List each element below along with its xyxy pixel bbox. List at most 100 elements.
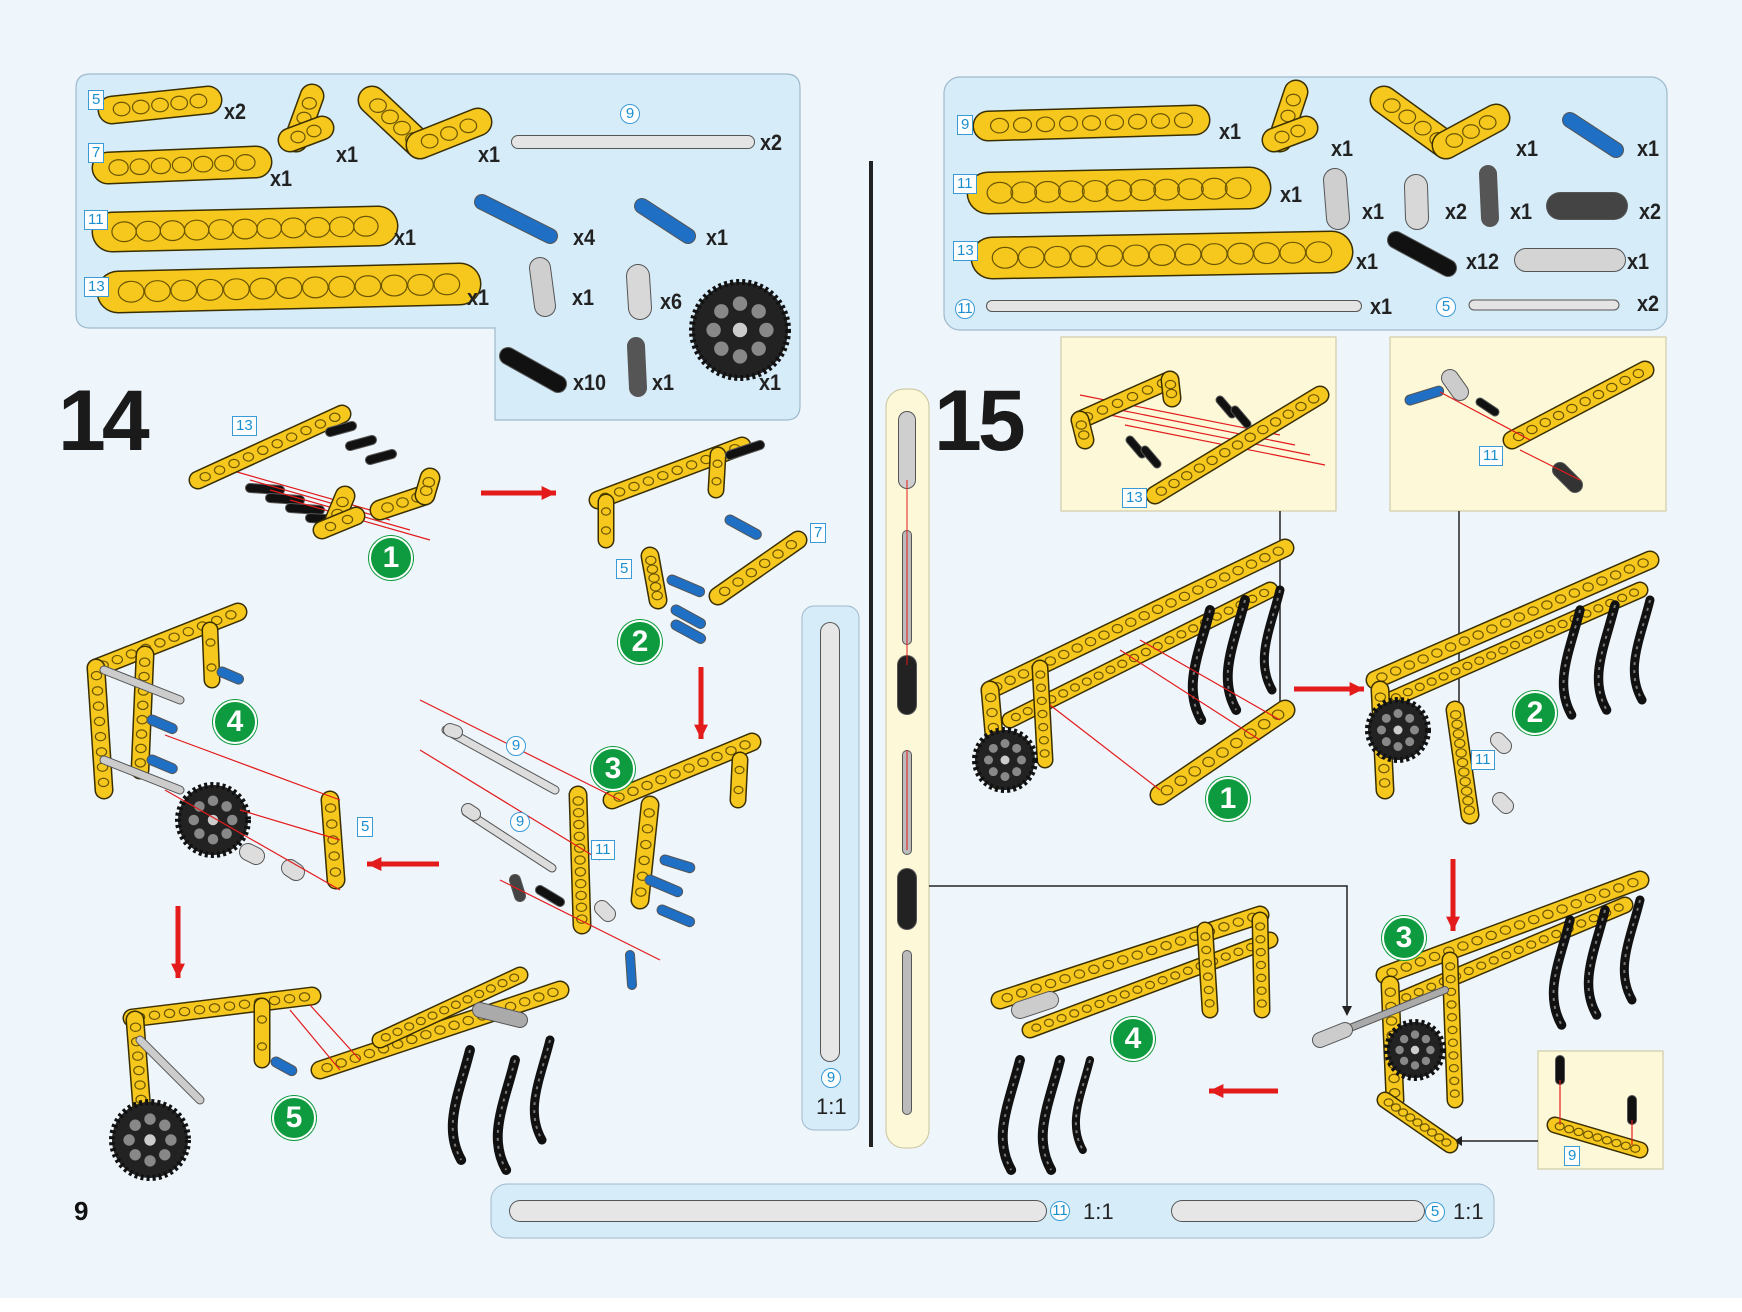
- beam-hole: [1174, 936, 1187, 946]
- beam-hole: [1168, 478, 1180, 489]
- beam-hole: [213, 465, 226, 475]
- beam-hole: [256, 1042, 268, 1051]
- beam-hole: [321, 1062, 333, 1073]
- guide-line: [499, 879, 661, 961]
- beam-hole: [1478, 115, 1497, 130]
- beam-hole: [1413, 120, 1432, 136]
- gear-hole: [1410, 725, 1419, 735]
- part-beam-5: [99, 87, 221, 123]
- beam-size-label: 13: [232, 416, 257, 436]
- beam-hole: [1043, 1018, 1055, 1028]
- beam-hole: [193, 1004, 206, 1015]
- beam-hole: [1445, 133, 1464, 148]
- part-qty: x10: [573, 370, 607, 395]
- claw-beam: [1629, 595, 1655, 705]
- part-bush: [1405, 175, 1428, 229]
- beam-size-label: 5: [616, 559, 633, 579]
- beam-hole: [1526, 940, 1537, 949]
- beam-hole: [1126, 391, 1139, 402]
- beam-hole: [1458, 767, 1470, 777]
- beam-hole: [547, 987, 559, 998]
- beam-hole: [1220, 952, 1231, 961]
- beam-hole: [1232, 917, 1245, 927]
- beam-size-label: 13: [1122, 488, 1147, 508]
- beam-hole: [137, 700, 149, 711]
- beam-hole: [1232, 565, 1244, 576]
- beam-hole: [1471, 935, 1483, 946]
- part-qty: x1: [394, 225, 417, 250]
- beam-hole: [406, 1034, 418, 1045]
- claw-beam: [529, 1035, 555, 1145]
- beam-hole: [1201, 945, 1212, 955]
- beam-hole: [1282, 409, 1294, 419]
- beam-hole: [984, 692, 997, 703]
- beam-hole: [91, 686, 104, 696]
- beam-hole: [1244, 432, 1256, 443]
- beam-hole: [1010, 712, 1021, 722]
- beam-hole: [1486, 651, 1497, 660]
- beam-hole: [1038, 736, 1050, 745]
- beam-hole: [649, 582, 662, 592]
- substep-14-5: 5: [272, 1096, 316, 1140]
- beam-hole: [222, 278, 250, 301]
- beam-hole: [1456, 757, 1469, 768]
- bottom-strip: [0, 1298, 1742, 1312]
- bush: [1491, 733, 1511, 753]
- beam-hole: [433, 273, 461, 296]
- gear-hole: [227, 814, 238, 826]
- beam-hole: [1081, 1004, 1092, 1013]
- black-pin: [346, 436, 376, 450]
- pin: [147, 715, 177, 734]
- beam-hole: [1397, 1108, 1409, 1117]
- gear-hole: [714, 341, 729, 356]
- beam-hole: [420, 133, 439, 149]
- gear-hole: [159, 1149, 171, 1161]
- axle: [136, 1036, 204, 1104]
- beam-hole: [1057, 180, 1085, 203]
- assembly-14-5-frame: [124, 988, 320, 1026]
- beam-hole: [1388, 1073, 1400, 1084]
- beam-hole: [1272, 546, 1285, 556]
- beam-hole: [93, 716, 106, 727]
- beam-hole: [1058, 689, 1069, 698]
- gear-hole: [988, 767, 998, 777]
- beam-hole: [407, 273, 434, 296]
- beam-hole: [1044, 978, 1057, 989]
- beam-hole: [1078, 430, 1090, 440]
- beam-hole: [1035, 116, 1056, 133]
- beam-hole: [1545, 625, 1556, 634]
- beam-hole: [328, 275, 356, 298]
- part-qty: x4: [573, 225, 596, 250]
- beam-hole: [205, 638, 216, 647]
- part-qty: x1: [478, 142, 501, 167]
- claw-beam: [447, 1045, 475, 1165]
- black-pin: [1476, 398, 1499, 416]
- bush: [1493, 793, 1513, 813]
- beam-hole: [1256, 973, 1267, 983]
- beam-hole: [440, 126, 458, 141]
- part-qty: x1: [1219, 119, 1242, 144]
- black-pin: [286, 504, 324, 514]
- beam-hole: [257, 445, 269, 456]
- gear-hole: [1405, 713, 1415, 723]
- gear-hole: [1410, 1030, 1420, 1039]
- beam-hole: [290, 130, 306, 144]
- part-bush: [627, 265, 651, 319]
- beam-hole: [1472, 630, 1484, 640]
- beam-hole: [1513, 612, 1526, 622]
- part-qty: x1: [1637, 136, 1660, 161]
- axle-size-label: 5: [1436, 297, 1456, 317]
- beam-hole: [1462, 795, 1474, 806]
- gear-hole: [159, 1119, 171, 1131]
- beam-hole: [427, 1011, 438, 1020]
- part-qty: x1: [652, 370, 675, 395]
- frame-leg: [203, 623, 219, 687]
- arrow-down: [171, 963, 185, 978]
- claw-beam: [1037, 1055, 1065, 1175]
- beam-hole: [329, 867, 342, 877]
- guide-line: [164, 734, 341, 801]
- beam-hole: [1457, 941, 1469, 951]
- beam-hole: [1414, 682, 1425, 692]
- bush: [444, 724, 462, 738]
- beam-hole: [199, 471, 211, 482]
